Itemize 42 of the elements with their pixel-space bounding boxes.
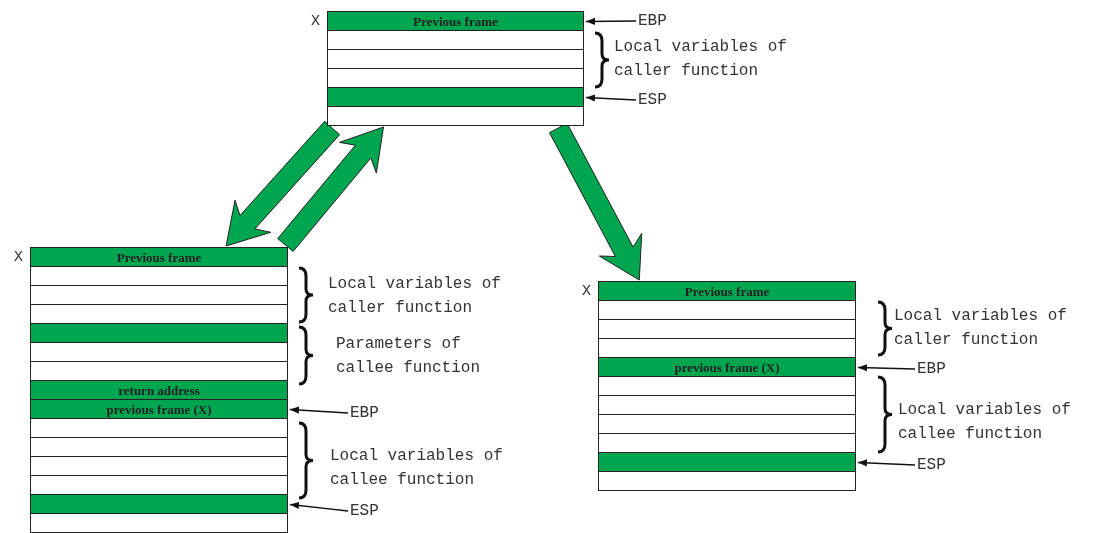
brace-label: Local variables of caller function (614, 37, 788, 82)
slot-label: Previous frame (684, 284, 770, 298)
stack-slot-filled (599, 358, 855, 377)
stack-slot-filled (31, 324, 287, 343)
brace-label: Local variables of caller function (894, 306, 1068, 351)
arrow (289, 406, 349, 414)
arrow (289, 501, 349, 512)
stack-slot-filled (31, 400, 287, 419)
stack-slot-filled (31, 381, 287, 400)
register-label: EBP (917, 359, 951, 379)
register-label: EBP (350, 403, 384, 423)
brace-label: Local variables of callee function (330, 446, 504, 491)
slot-label: Previous frame (413, 14, 498, 28)
slot-label: return address (118, 383, 200, 397)
register-label: ESP (638, 90, 672, 110)
register-label: EBP (638, 11, 672, 31)
frame-marker: X (582, 284, 591, 299)
arrow (857, 459, 916, 467)
stack-frame (598, 281, 856, 491)
register-label: ESP (350, 501, 384, 521)
frame-marker: X (14, 250, 23, 265)
block-arrow (225, 120, 341, 247)
block-arrow (277, 126, 384, 252)
stack-frame (327, 11, 584, 126)
stack-slot-filled (599, 282, 855, 301)
stack-frame (30, 247, 288, 533)
arrow (585, 17, 637, 25)
frame-marker: X (311, 14, 320, 29)
brace-label: Local variables of callee function (898, 400, 1072, 445)
stack-slot-filled (328, 88, 583, 107)
slot-label: previous frame (X) (106, 402, 212, 416)
stack-slot-filled (328, 12, 583, 31)
brace-label: Local variables of caller function (328, 274, 502, 319)
stack-slot-filled (599, 453, 855, 472)
arrow (585, 94, 637, 102)
arrow (857, 364, 916, 372)
slot-label: Previous frame (116, 250, 202, 264)
stack-slot-filled (31, 248, 287, 267)
brace-label: Parameters of callee function (336, 334, 482, 379)
stack-slot-filled (31, 495, 287, 514)
slot-label: previous frame (X) (674, 360, 780, 374)
register-label: ESP (917, 455, 951, 475)
